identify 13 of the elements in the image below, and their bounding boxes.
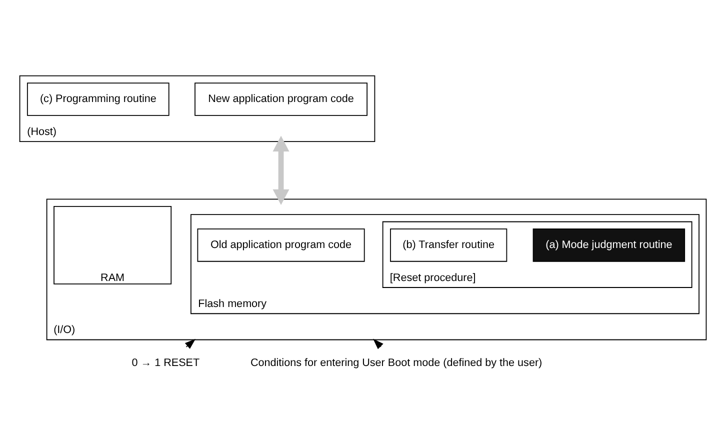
node-box: Old application program code [197, 228, 365, 262]
cluster [19, 75, 376, 142]
node-text: Conditions for entering User Boot mode (defined by the user) [250, 356, 542, 369]
node-box: (a) Mode judgment routine [532, 228, 686, 262]
node-box: (c) Programming routine [26, 82, 170, 116]
node-box: (b) Transfer routine [390, 228, 508, 262]
cluster [46, 198, 707, 340]
node-box: RAM [54, 206, 172, 284]
node-label: (Host) [27, 126, 57, 138]
node-label: (I/O) [54, 324, 76, 336]
node-text: 0 → 1 RESET [132, 356, 200, 369]
node-box: New application program code [194, 82, 368, 116]
arrow [272, 136, 290, 206]
